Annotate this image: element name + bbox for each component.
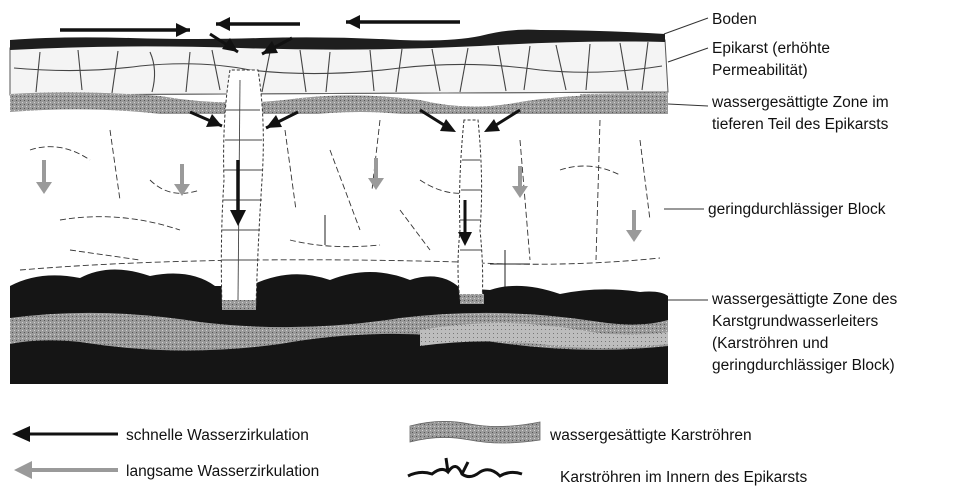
legend-saturated-conduits-label: wassergesättigte Karströhren (549, 427, 752, 444)
conduit-right (458, 120, 484, 304)
label-epikarst-1: Epikarst (erhöhte (712, 40, 830, 57)
low-permeability-block (10, 114, 668, 290)
legend-epikarst-conduits-label: Karströhren im Innern des Epikarsts (560, 469, 807, 486)
label-saturated-aquifer-1: wassergesättigte Zone des (711, 291, 897, 308)
conduit-left (221, 70, 263, 310)
label-saturated-epikarst-1: wassergesättigte Zone im (711, 94, 889, 111)
legend-fast-arrow-icon (12, 426, 118, 442)
label-saturated-aquifer-3: (Karströhren und (712, 335, 828, 352)
legend-slow-arrow-icon (14, 461, 118, 479)
legend-slow-label: langsame Wasserzirkulation (126, 463, 319, 480)
label-block: geringdurchlässiger Block (708, 201, 886, 218)
label-saturated-aquifer-4: geringdurchlässiger Block) (712, 357, 895, 374)
legend-saturated-conduits-icon (410, 421, 540, 443)
label-epikarst-2: Permeabilität) (712, 62, 808, 79)
label-saturated-epikarst-2: tieferen Teil des Epikarsts (712, 116, 889, 133)
legend-epikarst-conduits-icon (408, 458, 522, 477)
legend-fast-label: schnelle Wasserzirkulation (126, 427, 309, 444)
label-boden: Boden (712, 11, 757, 28)
legend: schnelle Wasserzirkulation langsame Wass… (12, 421, 807, 486)
leader-lines (664, 18, 708, 300)
label-saturated-aquifer-2: Karstgrundwasserleiters (712, 313, 879, 330)
